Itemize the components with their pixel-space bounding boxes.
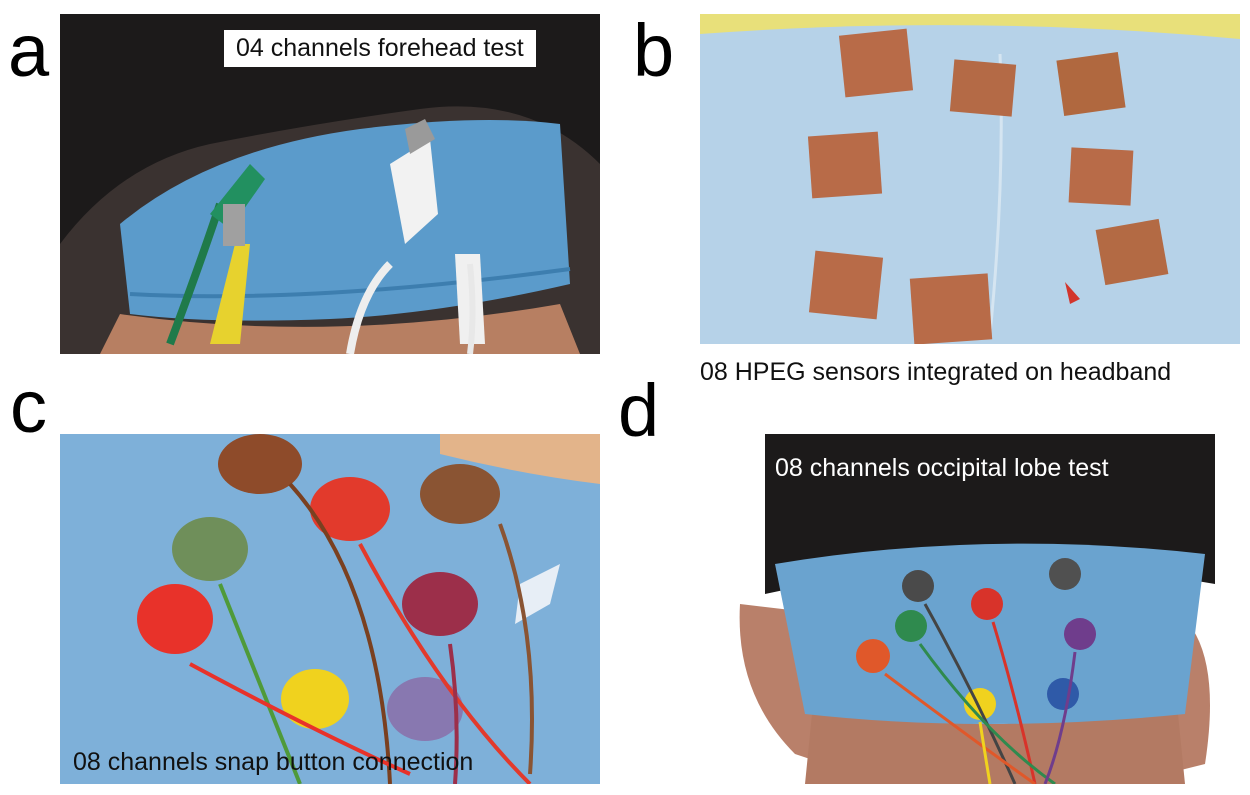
caption-occipital-test: 08 channels occipital lobe test xyxy=(775,454,1109,482)
sensor-electrode xyxy=(1095,218,1169,286)
sensor-electrode xyxy=(808,250,884,320)
snap-button-brown xyxy=(420,464,500,524)
headband xyxy=(775,543,1205,724)
snap-button-group xyxy=(137,434,500,741)
snap-button-green xyxy=(895,610,927,642)
photo-hpeg-sensors xyxy=(700,14,1240,344)
panel-letter-c: c xyxy=(10,365,47,448)
snap-button-blue xyxy=(1047,678,1079,710)
snap-button-green xyxy=(172,517,248,581)
sensor-group xyxy=(807,28,1169,344)
white-clip-left xyxy=(390,139,438,244)
snap-button-purple xyxy=(1064,618,1096,650)
panel-letter-b: b xyxy=(633,9,675,92)
snap-button-gray xyxy=(902,570,934,602)
photo-forehead-test xyxy=(60,14,600,354)
snap-button-group xyxy=(856,558,1096,720)
yellow-clip xyxy=(210,244,250,344)
snap-button-yellow xyxy=(281,669,349,729)
sensor-electrode xyxy=(1056,51,1126,117)
sensor-electrode xyxy=(909,273,993,344)
snap-button-orange xyxy=(856,639,890,673)
sensor-electrode xyxy=(807,131,883,199)
caption-snap-buttons: 08 channels snap button connection xyxy=(73,748,474,776)
snap-button-orange xyxy=(137,584,213,654)
snap-button-brown xyxy=(218,434,302,494)
caption-hpeg-sensors: 08 HPEG sensors integrated on headband xyxy=(700,358,1172,386)
sensor-electrode xyxy=(949,59,1017,117)
snap-button-gray xyxy=(1049,558,1081,590)
snap-button-red xyxy=(971,588,1003,620)
caption-forehead-test: 04 channels forehead test xyxy=(224,30,536,67)
snap-button-blue xyxy=(387,677,463,741)
photo-snap-buttons xyxy=(60,434,600,784)
sensor-electrode xyxy=(838,28,914,98)
snap-button-red xyxy=(310,477,390,541)
panel-letter-d: d xyxy=(618,369,660,452)
photo-occipital-test xyxy=(735,434,1235,784)
sensor-electrode xyxy=(1068,147,1134,206)
snap-button-purple xyxy=(402,572,478,636)
panel-letter-a: a xyxy=(8,9,50,92)
